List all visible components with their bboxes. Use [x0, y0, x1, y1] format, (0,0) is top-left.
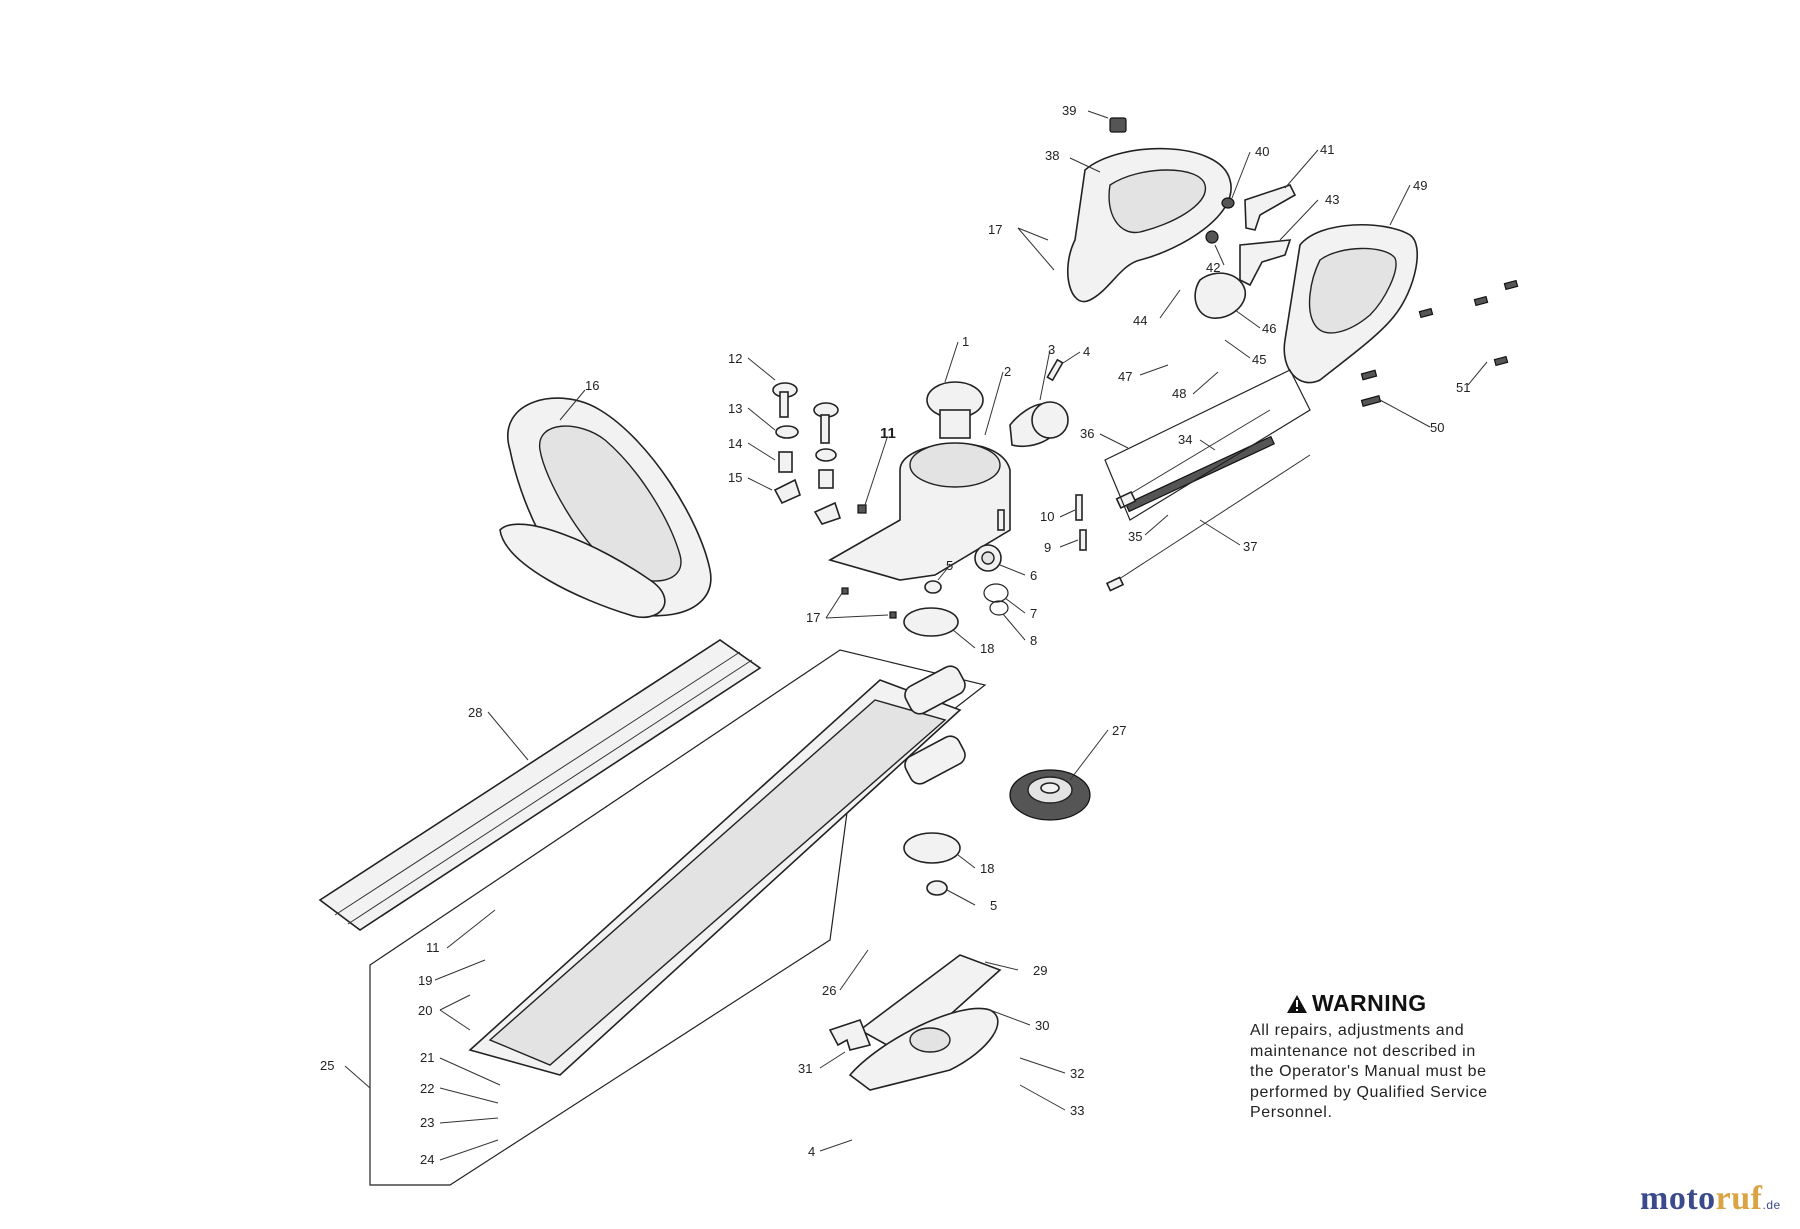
callout-5: 5	[990, 898, 997, 913]
callout-41: 41	[1320, 142, 1334, 157]
spring-part	[1221, 197, 1235, 209]
callout-33: 33	[1070, 1103, 1084, 1118]
spacer-parts-left	[772, 382, 867, 525]
callout-42: 42	[1206, 260, 1220, 275]
callout-43: 43	[1325, 192, 1339, 207]
brand-part-2: ruf	[1715, 1180, 1763, 1217]
callout-11: 11	[880, 425, 896, 442]
callout-34: 34	[1178, 432, 1192, 447]
callout-labels: 39 38 40 41 43 49 17 42 44 46 1 2 3 4 12…	[320, 103, 1470, 1167]
bearing-set	[841, 544, 1009, 637]
warning-title: WARNING	[1286, 990, 1550, 1017]
screws-right	[1360, 279, 1519, 407]
gearbox-assembly	[827, 381, 1069, 581]
callout-45: 45	[1252, 352, 1266, 367]
callout-4: 4	[1083, 344, 1090, 359]
warning-triangle-icon	[1287, 994, 1307, 1013]
callout-39: 39	[1062, 103, 1076, 118]
callout-8: 8	[1030, 633, 1037, 648]
callout-11: 11	[426, 940, 440, 955]
callout-12: 12	[728, 351, 742, 366]
spring-part	[1205, 230, 1219, 244]
lower-gear-cover	[828, 954, 1002, 1091]
warning-body: All repairs, adjustments and maintenance…	[1250, 1022, 1488, 1121]
warning-notice: WARNING All repairs, adjustments and mai…	[1250, 990, 1550, 1124]
callout-26: 26	[822, 983, 836, 998]
callout-48: 48	[1172, 386, 1186, 401]
callout-29: 29	[1033, 963, 1047, 978]
callout-2: 2	[1004, 364, 1011, 379]
callout-10: 10	[1040, 509, 1054, 524]
callout-28: 28	[468, 705, 482, 720]
callout-15: 15	[728, 470, 742, 485]
callout-44: 44	[1133, 313, 1147, 328]
blade-panel	[369, 649, 987, 1186]
front-handle-right	[1283, 223, 1418, 384]
callout-17: 17	[988, 222, 1002, 237]
callout-32: 32	[1070, 1066, 1084, 1081]
callout-46: 46	[1262, 321, 1276, 336]
blade-guard-bar	[318, 639, 762, 931]
washer-disc	[903, 832, 961, 864]
spacer	[926, 880, 948, 896]
callout-19: 19	[418, 973, 432, 988]
callout-51: 51	[1456, 380, 1470, 395]
callout-18: 18	[980, 861, 994, 876]
callout-13: 13	[728, 401, 742, 416]
callout-9: 9	[1044, 540, 1051, 555]
callout-5: 5	[946, 558, 953, 573]
callout-18: 18	[980, 641, 994, 656]
callout-27: 27	[1112, 723, 1126, 738]
switch-part	[1109, 117, 1127, 133]
brand-logo: motoruf.de	[1640, 1180, 1781, 1218]
callout-7: 7	[1030, 606, 1037, 621]
leader-lines	[344, 110, 1488, 1161]
callout-1: 1	[962, 334, 969, 349]
lever-part	[1239, 239, 1292, 287]
brand-part-1: moto	[1640, 1180, 1716, 1217]
callout-3: 3	[1048, 342, 1055, 357]
screws-center	[997, 358, 1087, 551]
callout-21: 21	[420, 1050, 434, 1065]
callout-24: 24	[420, 1152, 434, 1167]
callout-4: 4	[808, 1144, 815, 1159]
callout-25: 25	[320, 1058, 334, 1073]
callout-50: 50	[1430, 420, 1444, 435]
callout-17: 17	[806, 610, 820, 625]
callout-14: 14	[728, 436, 742, 451]
callout-35: 35	[1128, 529, 1142, 544]
callout-40: 40	[1255, 144, 1269, 159]
callout-49: 49	[1413, 178, 1427, 193]
loop-handle	[499, 397, 712, 618]
callout-36: 36	[1080, 426, 1094, 441]
brand-part-3: .de	[1762, 1198, 1781, 1212]
callout-22: 22	[420, 1081, 434, 1096]
callout-23: 23	[420, 1115, 434, 1130]
callout-6: 6	[1030, 568, 1037, 583]
callout-30: 30	[1035, 1018, 1049, 1033]
callout-38: 38	[1045, 148, 1059, 163]
drive-gear	[1009, 769, 1091, 821]
rear-handle-housing-left	[1067, 147, 1232, 303]
wire-harness	[1104, 369, 1311, 592]
callout-31: 31	[798, 1061, 812, 1076]
warning-title-text: WARNING	[1312, 990, 1427, 1016]
callout-16: 16	[585, 378, 599, 393]
callout-20: 20	[418, 1003, 432, 1018]
callout-47: 47	[1118, 369, 1132, 384]
trigger-part	[1244, 184, 1297, 231]
callout-37: 37	[1243, 539, 1257, 554]
